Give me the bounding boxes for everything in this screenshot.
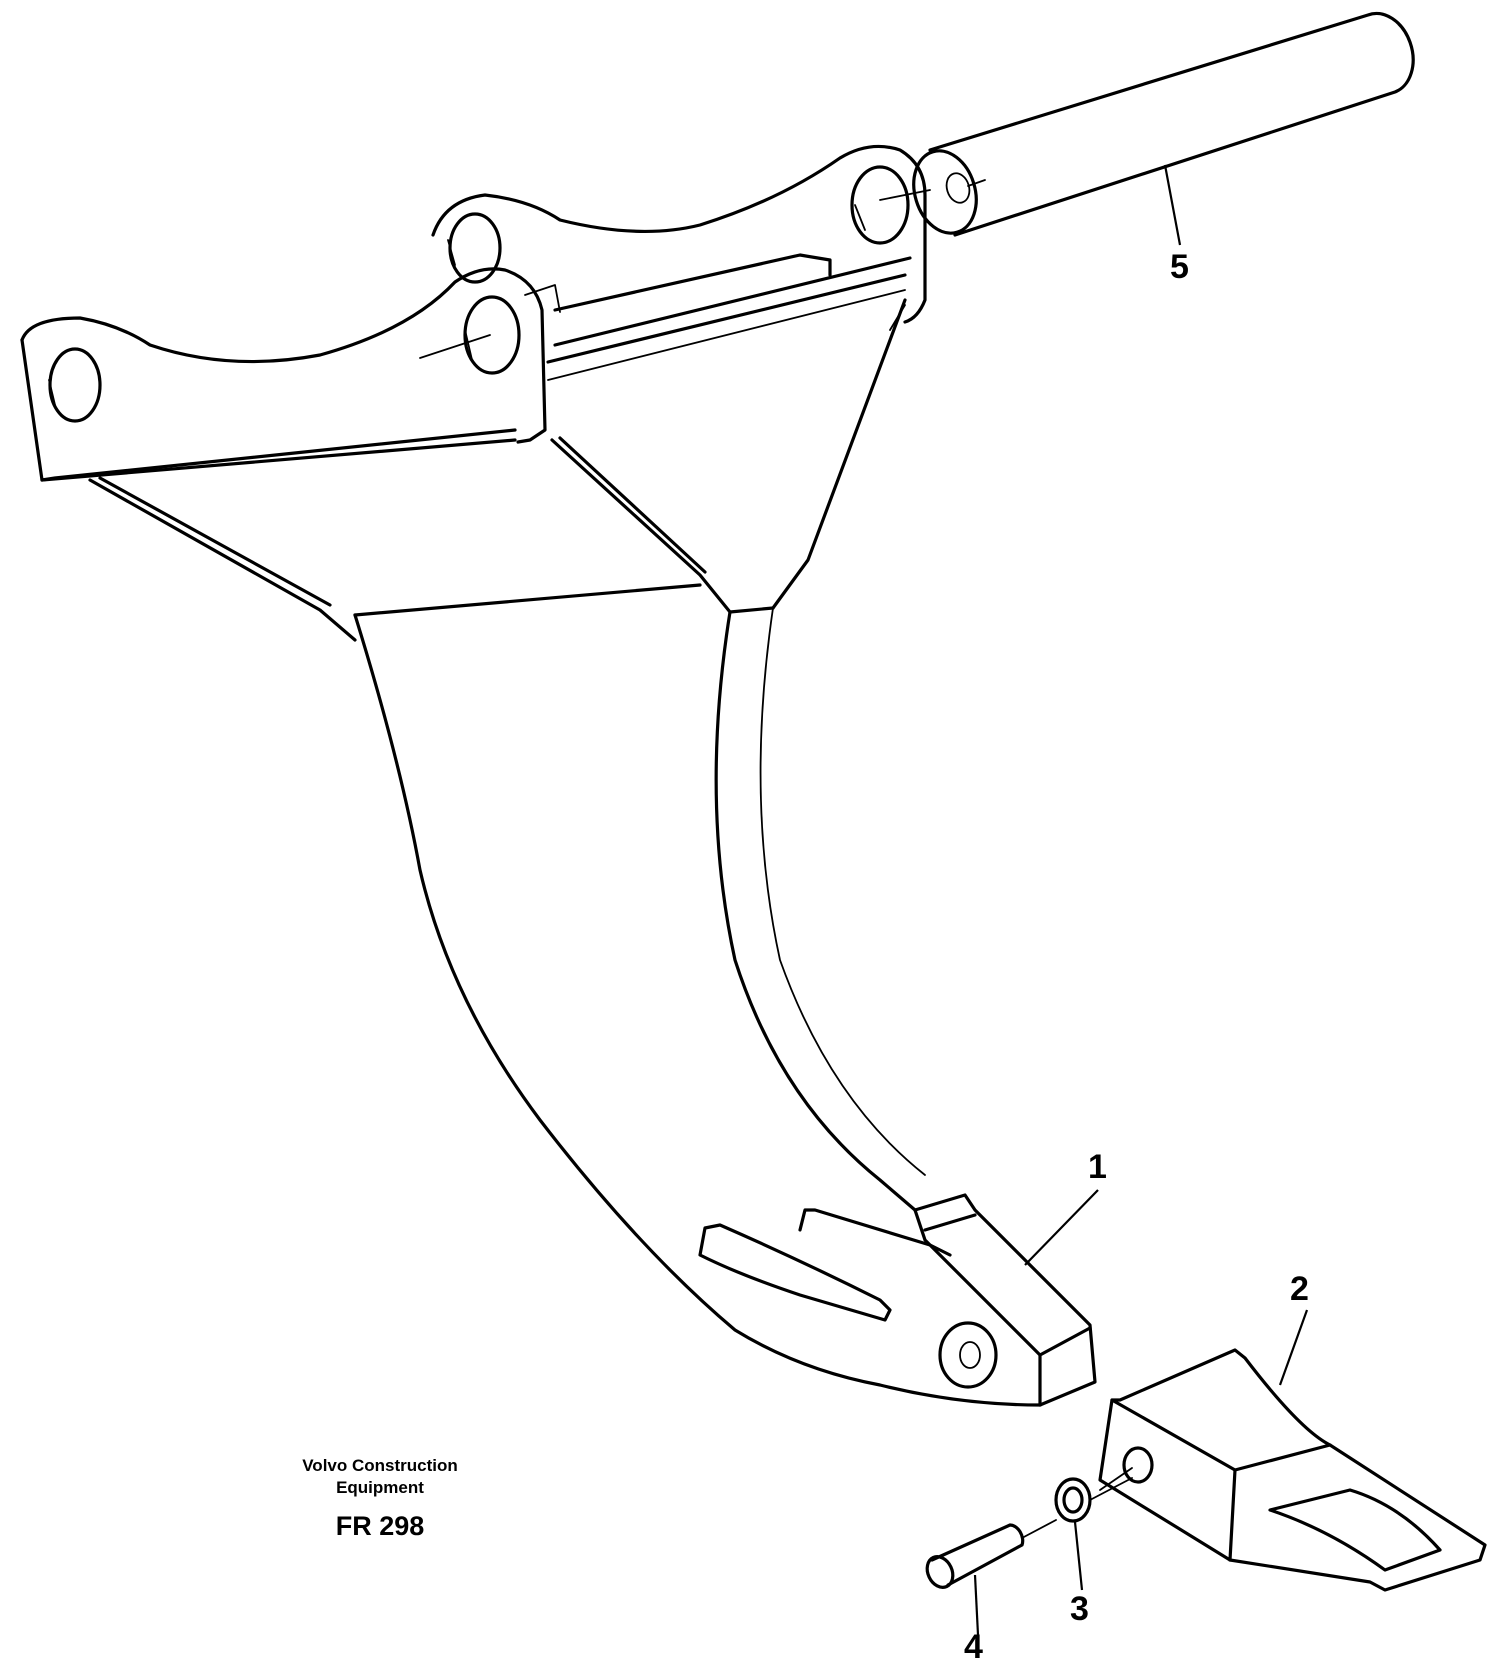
leader-lines: [973, 164, 1309, 1636]
caption-manufacturer-line2: Equipment: [336, 1478, 424, 1497]
callout-3: 3: [1070, 1590, 1089, 1628]
front-mounting-lug: [20, 267, 547, 482]
callout-5: 5: [1170, 248, 1189, 286]
callout-1: 1: [1088, 1148, 1107, 1186]
part-3-washer: [1054, 1477, 1133, 1523]
cross-tube: [524, 253, 912, 381]
leader-2: [1278, 1309, 1309, 1386]
leader-4: [973, 1574, 980, 1636]
leader-3: [1073, 1521, 1084, 1591]
part-5-pin: [912, 11, 1415, 237]
caption-manufacturer-line1: Volvo Construction: [302, 1456, 458, 1475]
callout-4: 4: [964, 1628, 983, 1666]
rear-mounting-lug: [431, 144, 931, 324]
drawing-caption: Volvo Construction Equipment FR 298: [290, 1455, 470, 1542]
part-4-pin: [925, 1519, 1057, 1589]
callout-2: 2: [1290, 1270, 1309, 1308]
part-2-tooth: [1098, 1348, 1487, 1592]
part-1-shank: [88, 298, 1097, 1407]
leader-5: [1163, 164, 1182, 246]
leader-1: [1024, 1189, 1099, 1266]
drawing-code: FR 298: [335, 1511, 425, 1541]
